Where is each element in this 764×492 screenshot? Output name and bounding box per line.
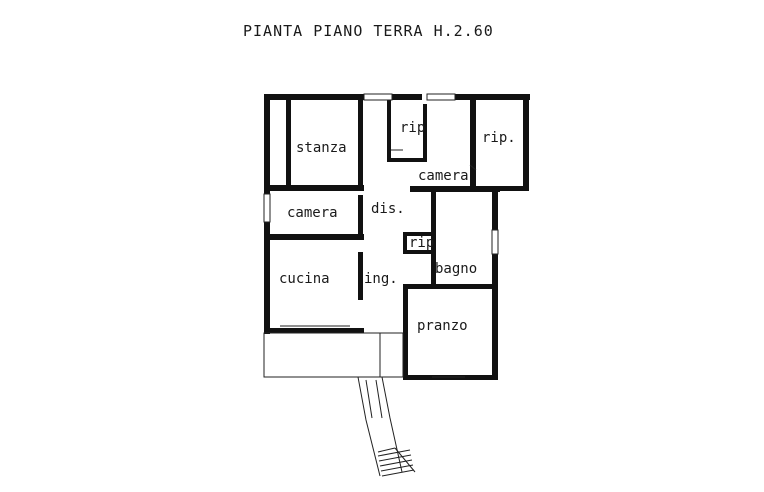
thin-lines xyxy=(263,93,499,477)
walls xyxy=(264,94,530,380)
label-pranzo: pranzo xyxy=(417,318,468,334)
label-stanza: stanza xyxy=(296,140,347,156)
label-rip-right: rip. xyxy=(482,130,516,146)
label-camera-right: camera xyxy=(418,168,469,184)
label-ing: ing. xyxy=(364,271,398,287)
label-camera-left: camera xyxy=(287,205,338,221)
label-rip-small: rip xyxy=(409,235,434,251)
room-labels: stanza rip rip. camera camera dis. rip b… xyxy=(279,120,516,334)
label-dis: dis. xyxy=(371,201,405,217)
label-rip-top: rip xyxy=(400,120,425,136)
plan-title: PIANTA PIANO TERRA H.2.60 xyxy=(243,22,494,40)
label-cucina: cucina xyxy=(279,271,330,287)
label-bagno: bagno xyxy=(435,261,477,277)
